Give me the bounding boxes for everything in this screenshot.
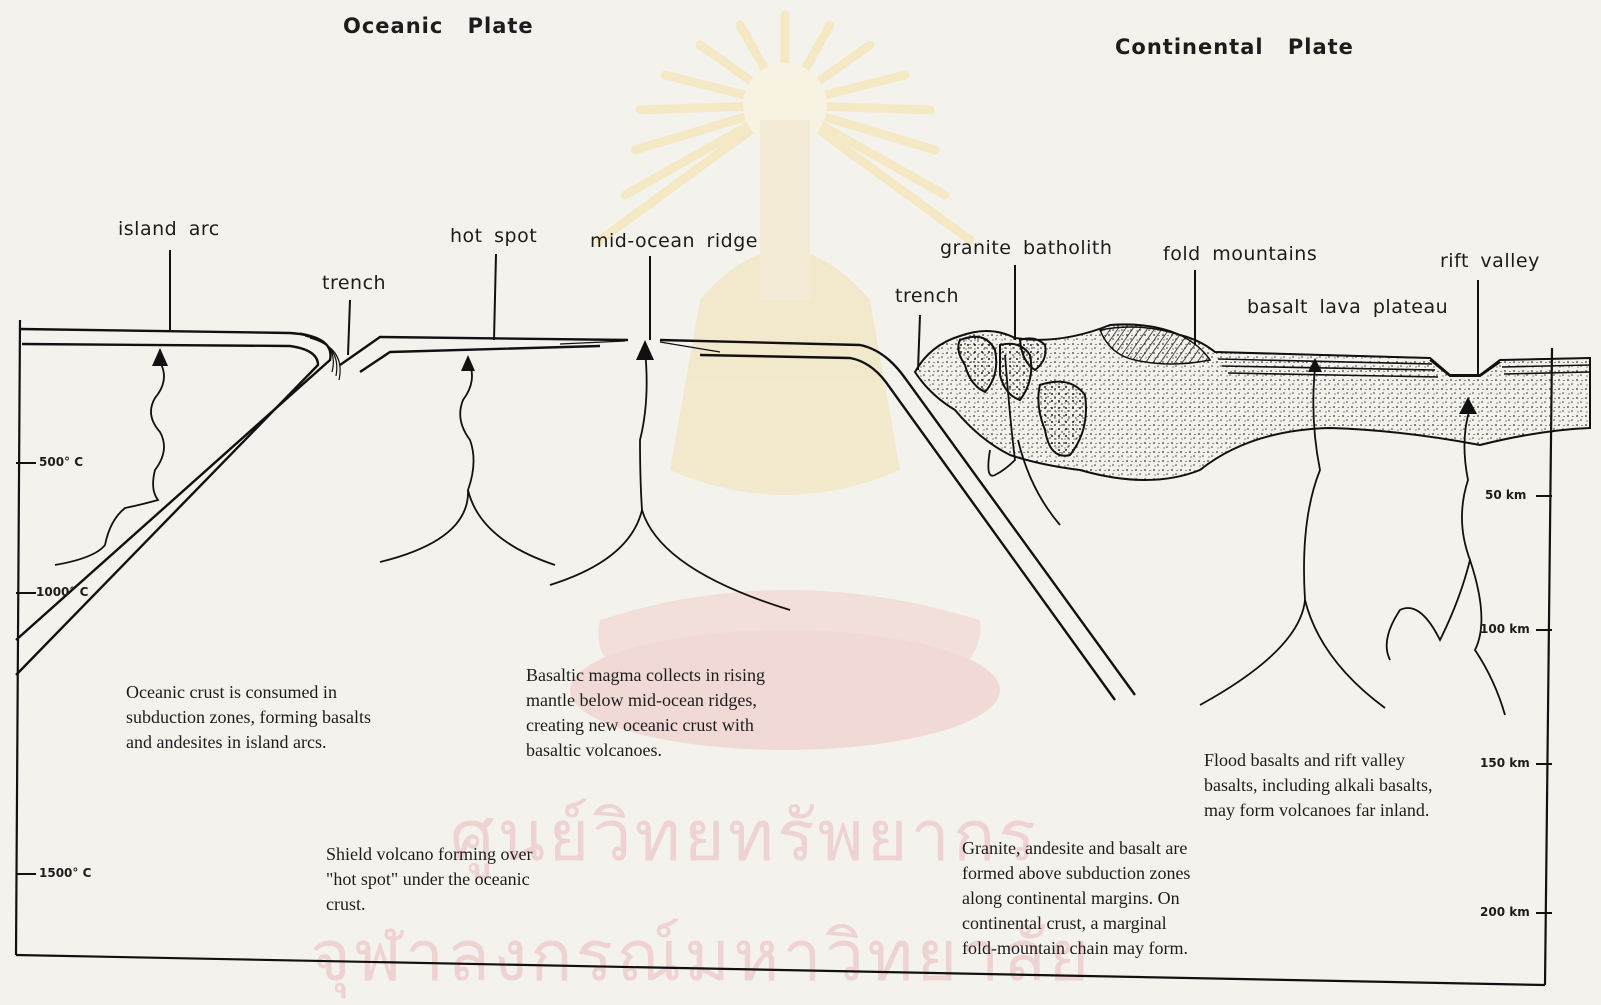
continental-plate-title: Continental Plate [1115, 35, 1354, 59]
temperature-label-500: 500° C [39, 455, 83, 469]
label-trench-right: trench [895, 285, 959, 307]
temperature-label-1000: 1000° C [36, 585, 88, 599]
temperature-label-1500: 1500° C [39, 866, 91, 880]
caption-granite: Granite, andesite and basalt are formed … [962, 836, 1190, 961]
caption-subduction: Oceanic crust is consumed in subduction … [126, 680, 371, 755]
label-granite-batholith: granite batholith [940, 237, 1112, 259]
continental-crust [915, 324, 1590, 480]
caption-ridge: Basaltic magma collects in rising mantle… [526, 663, 765, 763]
label-rift-valley: rift valley [1440, 250, 1540, 272]
caption-shield-volcano: Shield volcano forming over "hot spot" u… [326, 842, 532, 917]
oceanic-plate-title: Oceanic Plate [343, 14, 534, 38]
oceanic-plate-left-of-ridge [340, 337, 628, 372]
label-mid-ocean-ridge: mid-ocean ridge [590, 230, 758, 252]
depth-label-150: 150 km [1480, 756, 1530, 770]
depth-label-100: 100 km [1480, 622, 1530, 636]
left-subducting-slab [16, 329, 340, 675]
caption-flood-basalts: Flood basalts and rift valley basalts, i… [1204, 748, 1432, 823]
depth-label-50: 50 km [1485, 488, 1526, 502]
label-basalt-lava-plateau: basalt lava plateau [1247, 296, 1448, 318]
label-trench-left: trench [322, 272, 386, 294]
depth-label-200: 200 km [1480, 905, 1530, 919]
label-island-arc: island arc [118, 218, 220, 240]
label-hot-spot: hot spot [450, 225, 537, 247]
label-fold-mountains: fold mountains [1163, 243, 1317, 265]
